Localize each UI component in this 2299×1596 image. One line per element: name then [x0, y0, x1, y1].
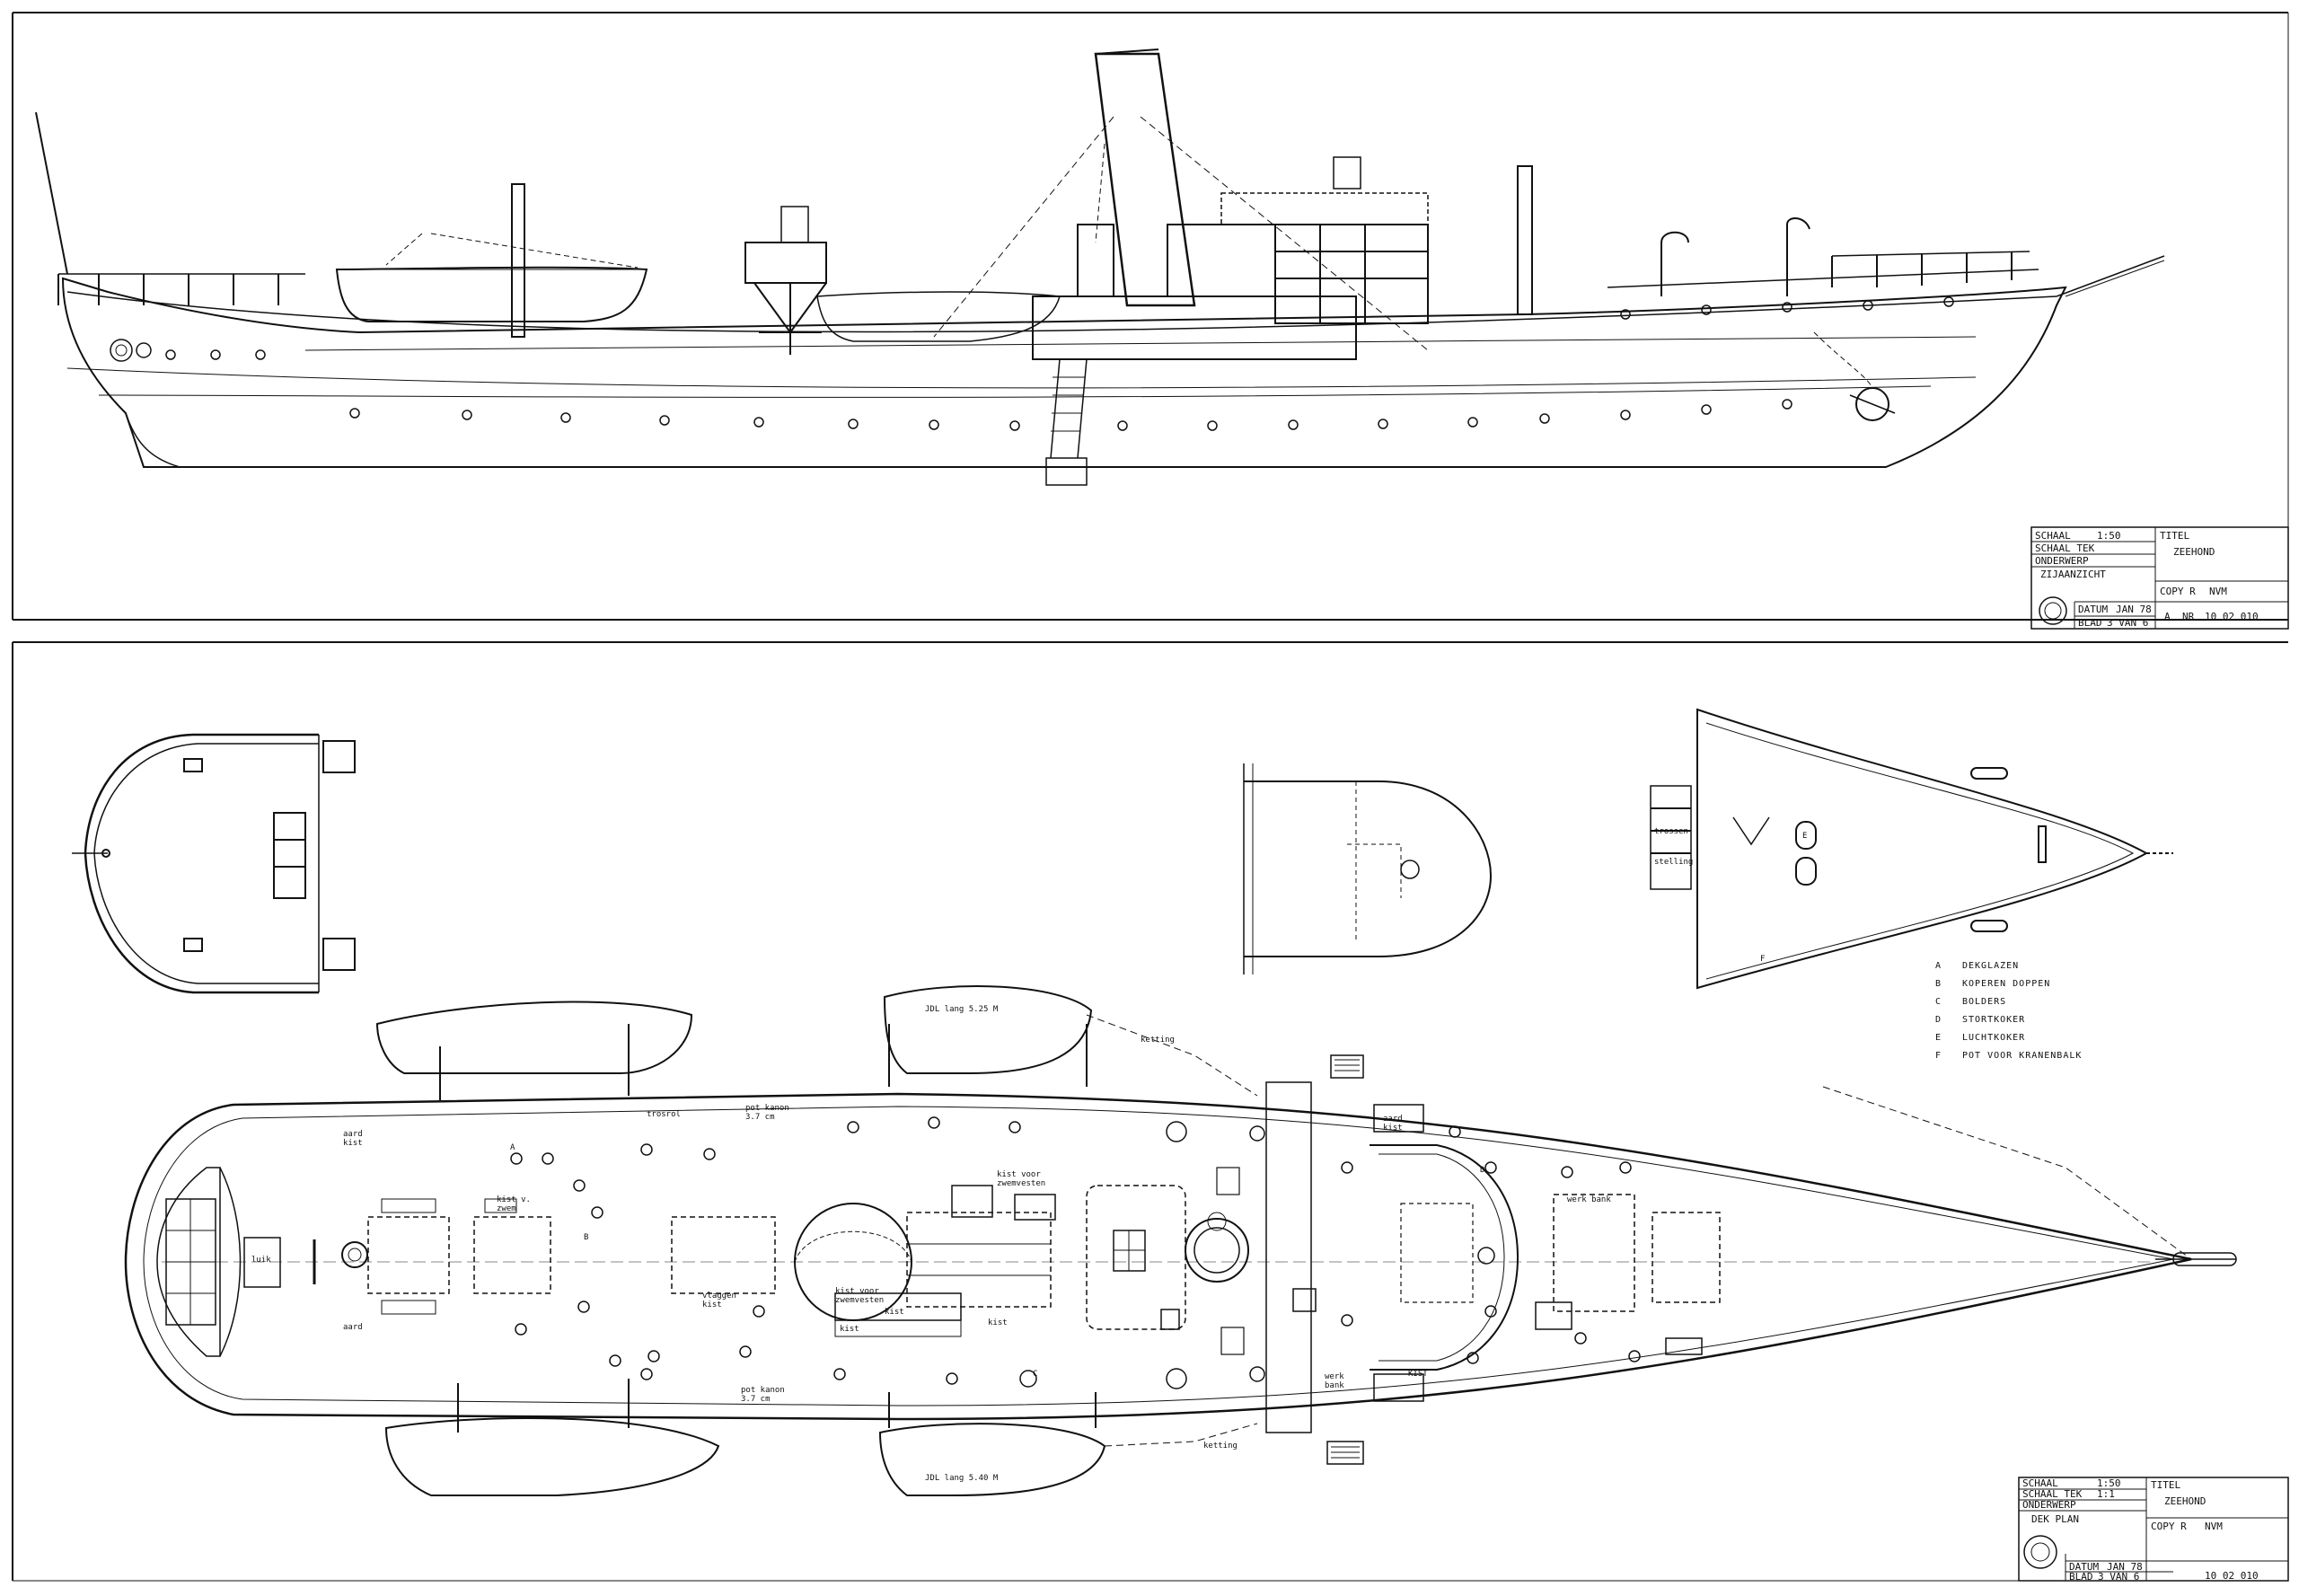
- tb-top-onderwerp-value: ZIJAANZICHT: [2040, 569, 2106, 580]
- tb-bot-schaal-value: 1:50: [2097, 1477, 2121, 1489]
- tb-bot-datum-label: DATUM: [2069, 1561, 2099, 1573]
- marker-f: F: [1760, 955, 1765, 964]
- tb-bot-onderwerp-value: DEK PLAN: [2031, 1513, 2079, 1525]
- legend-key-d: D: [1935, 1015, 1942, 1025]
- trosrol-label: trosrol: [647, 1110, 681, 1119]
- ketting-top: ketting: [1141, 1036, 1175, 1045]
- marker-a: A: [510, 1143, 515, 1152]
- legend-text-c: BOLDERS: [1962, 997, 2006, 1007]
- legend-text-b: KOPEREN DOPPEN: [1962, 979, 2050, 989]
- hull-plan-outline: [124, 1092, 2192, 1421]
- tb-bot-copy-label: COPY R: [2151, 1521, 2187, 1532]
- boat-label-bottom: JDL lang 5.40 M: [925, 1474, 999, 1483]
- legend-key-b: B: [1935, 979, 1942, 989]
- kist-tekst-top: kist v.zwem: [497, 1195, 531, 1213]
- legend-text-f: POT VOOR KRANENBALK: [1962, 1051, 2082, 1061]
- tb-bot-copy-value: NVM: [2205, 1521, 2223, 1532]
- tb-top-copy-label: COPY R: [2160, 586, 2196, 597]
- bow-deck-detail: [1650, 708, 2173, 990]
- tb-top-schaal-value: 1:50: [2097, 530, 2121, 542]
- lifeboat-port-aft: [375, 1001, 693, 1074]
- side-elevation: [35, 48, 2165, 486]
- deck-fittings: [510, 1116, 1641, 1389]
- tb-bot-titel-label: TITEL: [2151, 1479, 2180, 1491]
- lifeboat-aft: [335, 266, 648, 322]
- top-sheet: [12, 12, 2289, 621]
- legend-key-c: C: [1935, 997, 1942, 1007]
- tb-top-nr-label: NR: [2182, 611, 2195, 622]
- legend-key-f: F: [1935, 1051, 1942, 1061]
- tb-bot-onderwerp-label: ONDERWERP: [2022, 1499, 2076, 1511]
- kist-4: KIST: [1408, 1370, 1428, 1379]
- lifeboat-stbd-fore: [878, 1423, 1106, 1496]
- tb-bot-blad-value: 3 VAN 6: [2098, 1571, 2139, 1583]
- marker-d: D: [1480, 1166, 1484, 1175]
- kist-1: kist: [885, 1308, 904, 1317]
- tb-top-titel-label: TITEL: [2160, 530, 2189, 542]
- ketting-bottom: ketting: [1203, 1442, 1238, 1451]
- boat-label-top: JDL lang 5.25 M: [925, 1005, 999, 1014]
- tb-top-nr-value: 10 02 010: [2205, 611, 2259, 622]
- deck-labels: JDL lang 5.25 M JDL lang 5.40 M ketting …: [251, 827, 1807, 1483]
- marker-c: C: [1033, 1370, 1037, 1379]
- bottom-title-block: SCHAAL 1:50 SCHAAL TEK 1:1 ONDERWERP DEK…: [2018, 1477, 2289, 1583]
- portholes: [165, 296, 1954, 431]
- tb-top-schaal-label: SCHAAL: [2035, 530, 2071, 542]
- forecastle-detail: [1243, 763, 1493, 974]
- tb-bot-blad-label: BLAD: [2069, 1571, 2093, 1583]
- legend-text-e: LUCHTKOKER: [1962, 1033, 2025, 1043]
- tb-top-copy-value: NVM: [2209, 586, 2227, 597]
- marker-b: B: [584, 1233, 588, 1242]
- tb-top-titel-value: ZEEHOND: [2173, 546, 2215, 558]
- trossen-label: trossen: [1654, 827, 1688, 836]
- funnel: [1094, 52, 1196, 307]
- werkbank-2: werk bank: [1567, 1195, 1611, 1204]
- tb-top-rev: A: [2164, 611, 2171, 622]
- tb-top-datum-value: JAN 78: [2116, 604, 2152, 615]
- tb-bot-schaaltek-value: 1:1: [2097, 1488, 2115, 1500]
- poop-deck-detail: [72, 733, 356, 994]
- kist-2: kist: [988, 1318, 1008, 1327]
- legend-key-a: A: [1935, 961, 1942, 971]
- lifeboat-port-fore: [883, 985, 1093, 1074]
- kist-3: kist: [840, 1325, 859, 1334]
- bottom-sheet: [12, 641, 2288, 1582]
- legend-key-e: E: [1935, 1033, 1942, 1043]
- tb-top-blad-value: 3 VAN 6: [2107, 617, 2148, 629]
- luik-label: luik: [251, 1256, 271, 1265]
- tb-top-datum-label: DATUM: [2078, 604, 2108, 615]
- stelling-label: stelling: [1654, 858, 1693, 867]
- tb-bot-titel-value: ZEEHOND: [2164, 1495, 2206, 1507]
- tb-bot-schaaltek-label: SCHAAL TEK: [2022, 1488, 2083, 1500]
- main-deck-plan: [124, 985, 2237, 1496]
- top-title-block: SCHAAL 1:50 SCHAAL TEK ONDERWERP ZIJAANZ…: [2030, 526, 2289, 630]
- hull-outline: [61, 277, 2067, 468]
- legend: A DEKGLAZEN B KOPEREN DOPPEN C BOLDERS D…: [1935, 961, 2082, 1061]
- legend-text-a: DEKGLAZEN: [1962, 961, 2019, 971]
- tb-bot-schaal-label: SCHAAL: [2022, 1477, 2058, 1489]
- lifeboat-stbd-aft: [384, 1417, 720, 1496]
- tb-top-blad-label: BLAD: [2078, 617, 2102, 629]
- aard-label: aard: [343, 1323, 363, 1332]
- tb-top-schaaltek-label: SCHAAL TEK: [2035, 542, 2095, 554]
- legend-text-d: STORTKOKER: [1962, 1015, 2025, 1025]
- tb-bot-datum-value: JAN 78: [2107, 1561, 2143, 1573]
- marker-e: E: [1802, 832, 1807, 841]
- tb-bot-nr-value: 10 02 010: [2205, 1570, 2259, 1582]
- tb-top-onderwerp-label: ONDERWERP: [2035, 555, 2089, 567]
